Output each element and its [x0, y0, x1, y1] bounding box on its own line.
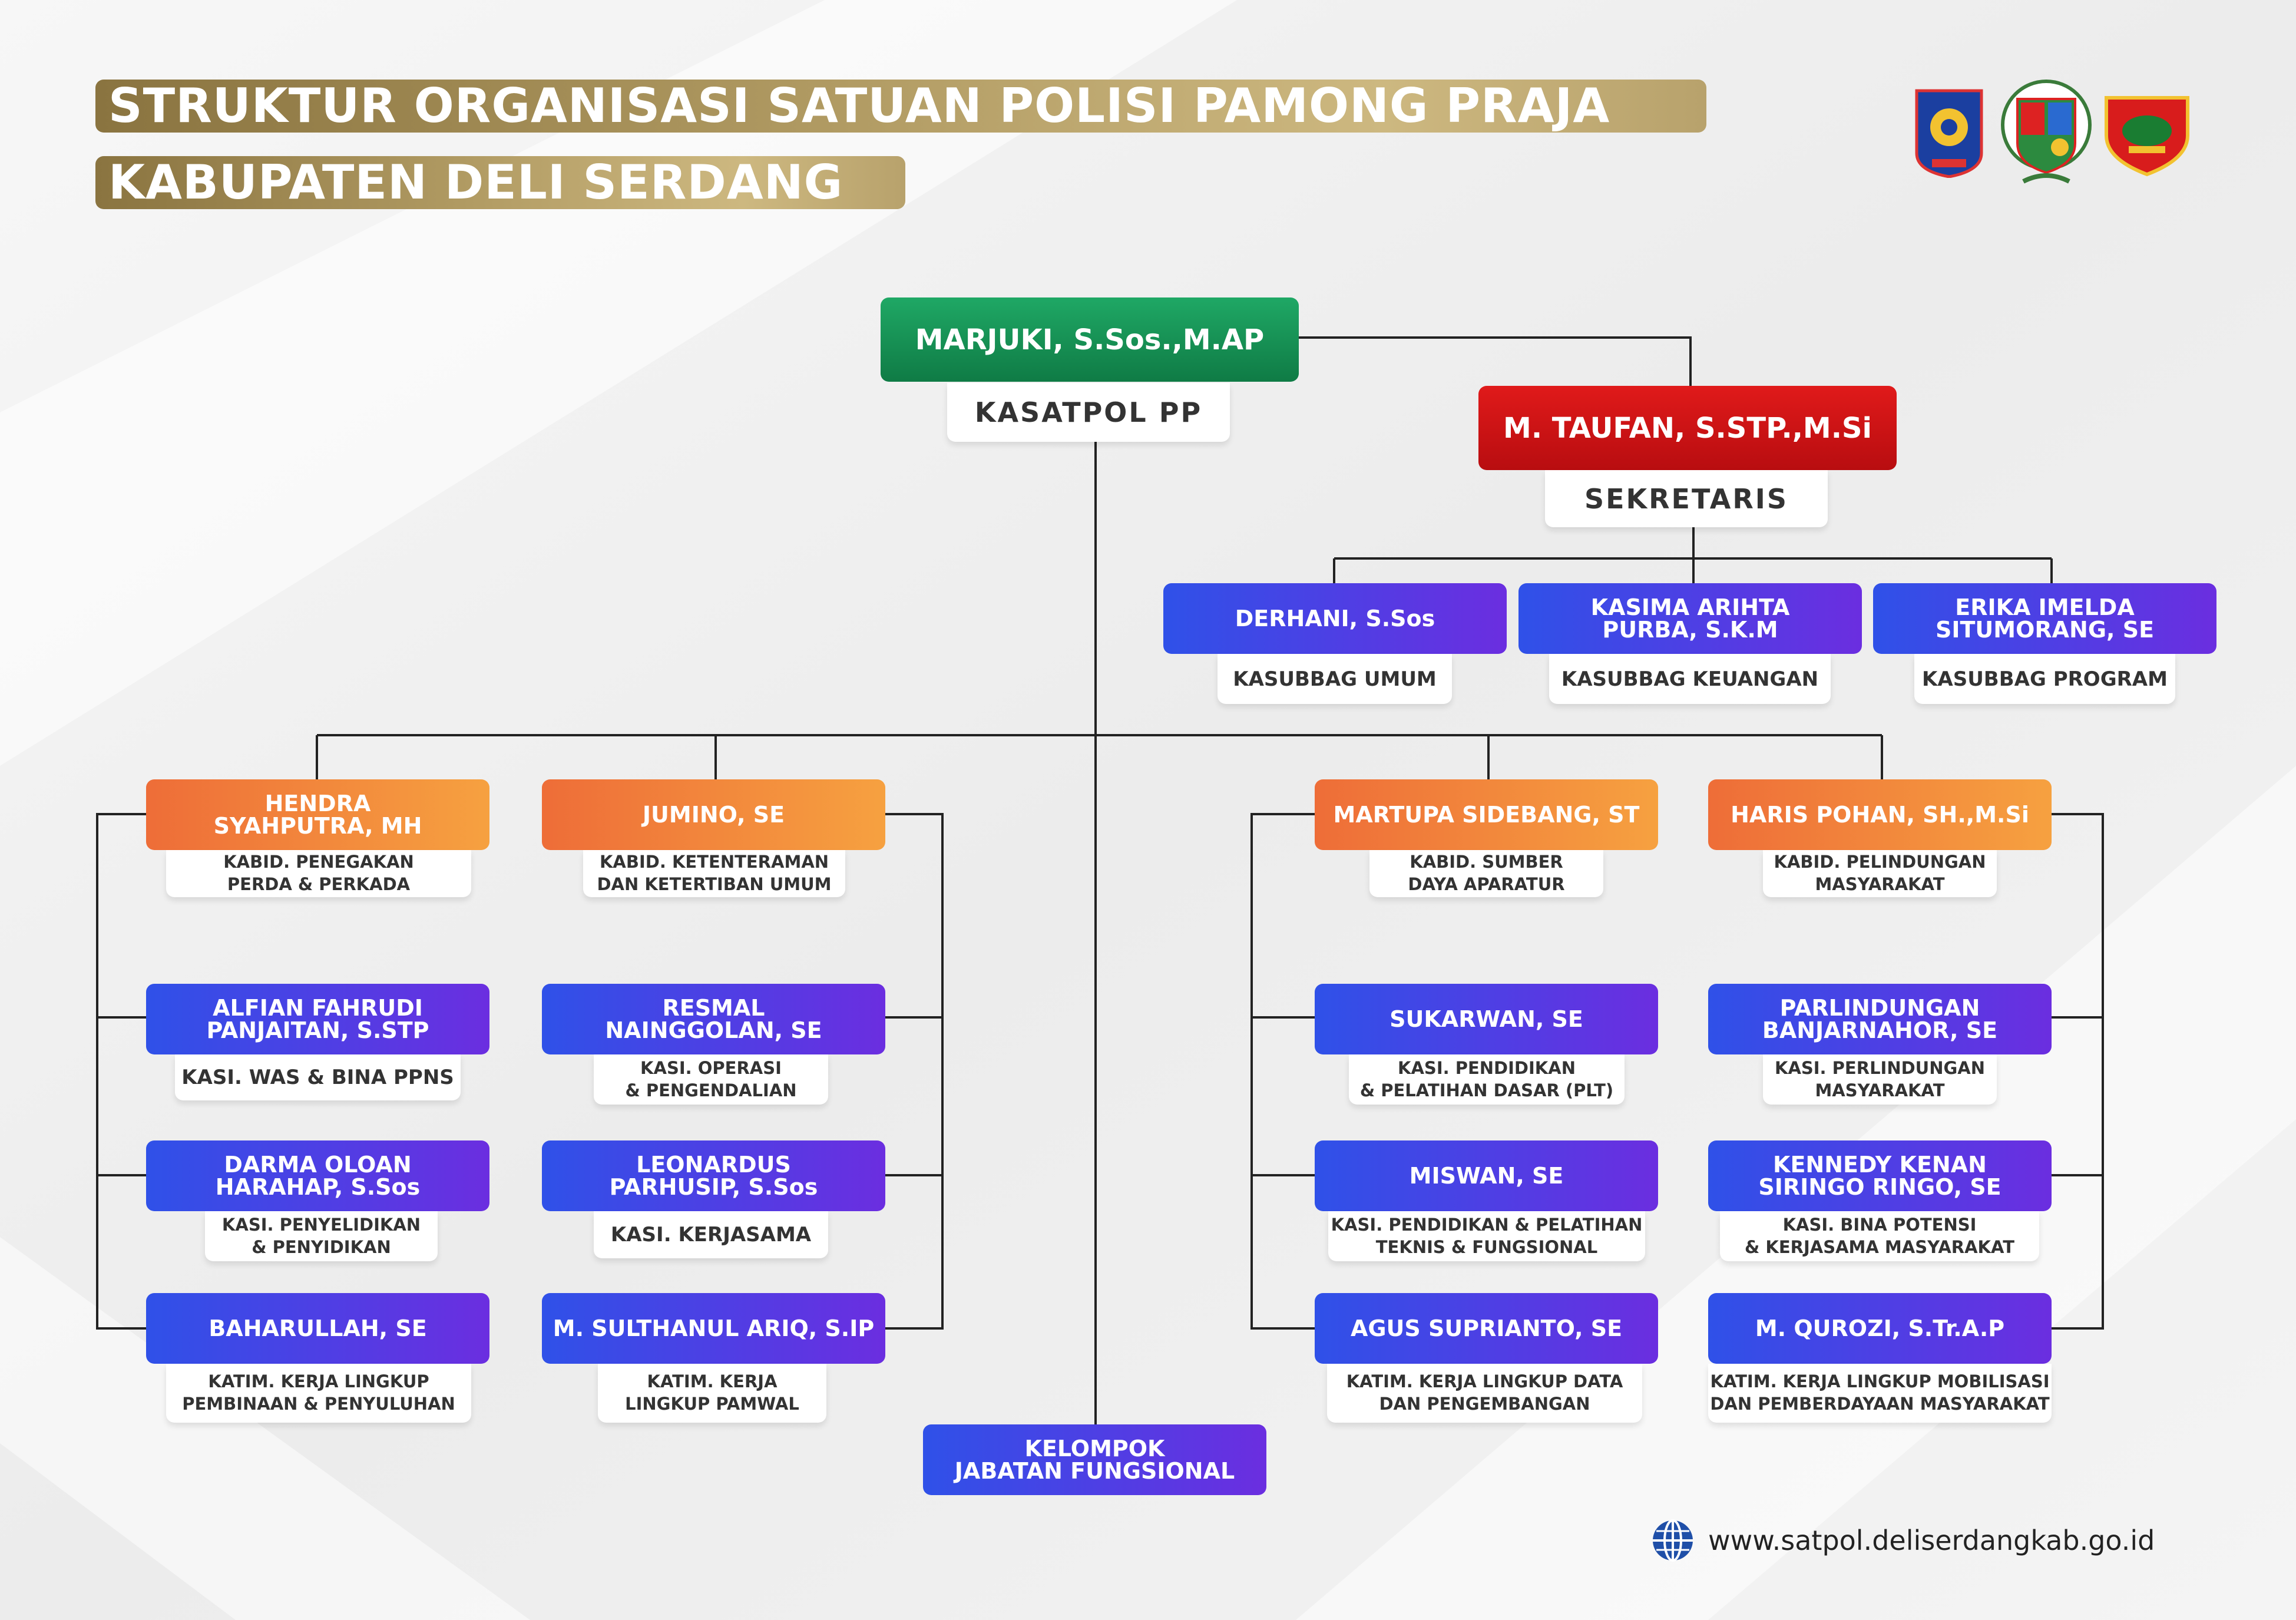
secretary-name-box: M. TAUFAN, S.STP.,M.Si	[1478, 386, 1897, 470]
satpol-pp-emblem-icon	[1915, 89, 1983, 178]
division-2-member-1-role: KASI. OPERASI& PENGENDALIAN	[594, 1054, 828, 1105]
division-4-head-box: HARIS POHAN, SH.,M.Si	[1708, 779, 2052, 850]
division-2-member-3-box: M. SULTHANUL ARIQ, S.IP	[542, 1293, 885, 1364]
division-2-member-3-name: M. SULTHANUL ARIQ, S.IP	[553, 1315, 875, 1341]
division-2-head-name: JUMINO, SE	[642, 802, 785, 828]
division-3-member-3-box: AGUS SUPRIANTO, SE	[1315, 1293, 1658, 1364]
division-3-member-2-name: MISWAN, SE	[1409, 1163, 1564, 1189]
website-link[interactable]: www.satpol.deliserdangkab.go.id	[1649, 1517, 2155, 1564]
subsection-2-role: KASUBBAG KEUANGAN	[1549, 654, 1831, 704]
globe-icon	[1653, 1519, 1693, 1562]
division-4-member-2-role: KASI. BINA POTENSI& KERJASAMA MASYARAKAT	[1720, 1211, 2039, 1261]
division-3-member-1-role: KASI. PENDIDIKAN& PELATIHAN DASAR (PLT)	[1349, 1054, 1625, 1105]
secretary-name: M. TAUFAN, S.STP.,M.Si	[1503, 411, 1872, 445]
satpol-shield-icon	[2105, 96, 2189, 177]
division-2-head-box: JUMINO, SE	[542, 779, 885, 850]
division-3-member-2-box: MISWAN, SE	[1315, 1140, 1658, 1211]
secretary-role: SEKRETARIS	[1545, 470, 1828, 527]
division-3-member-1-name: SUKARWAN, SE	[1389, 1006, 1583, 1032]
title-line-2: KABUPATEN DELI SERDANG	[95, 156, 905, 209]
subsection-3-role: KASUBBAG PROGRAM	[1914, 654, 2175, 704]
deli-serdang-regency-seal-icon	[2001, 80, 2092, 184]
division-3-head-name: MARTUPA SIDEBANG, ST	[1333, 802, 1640, 828]
division-4-member-3-box: M. QUROZI, S.Tr.A.P	[1708, 1293, 2052, 1364]
division-1-member-1-role: KASI. WAS & BINA PPNS	[175, 1054, 461, 1100]
subsection-1-name-box: DERHANI, S.Sos	[1163, 583, 1507, 654]
head-name: MARJUKI, S.Sos.,M.AP	[915, 323, 1265, 356]
subsection-1-role: KASUBBAG UMUM	[1218, 654, 1452, 704]
division-3-head-box: MARTUPA SIDEBANG, ST	[1315, 779, 1658, 850]
title-line-1: STRUKTUR ORGANISASI SATUAN POLISI PAMONG…	[95, 80, 1706, 133]
division-1-member-3-name: BAHARULLAH, SE	[209, 1315, 427, 1341]
division-1-member-3-box: BAHARULLAH, SE	[146, 1293, 489, 1364]
division-3-member-3-name: AGUS SUPRIANTO, SE	[1350, 1315, 1623, 1341]
division-4-member-3-name: M. QUROZI, S.Tr.A.P	[1755, 1315, 2005, 1341]
head-role: KASATPOL PP	[947, 383, 1230, 442]
website-url: www.satpol.deliserdangkab.go.id	[1708, 1525, 2155, 1556]
division-1-member-2-role: KASI. PENYELIDIKAN& PENYIDIKAN	[205, 1211, 438, 1261]
head-name-box: MARJUKI, S.Sos.,M.AP	[881, 297, 1299, 382]
division-3-member-1-box: SUKARWAN, SE	[1315, 984, 1658, 1054]
division-2-member-2-role: KASI. KERJASAMA	[594, 1211, 828, 1258]
division-4-head-name: HARIS POHAN, SH.,M.Si	[1731, 802, 2029, 828]
subsection-1-name: DERHANI, S.Sos	[1235, 606, 1435, 632]
